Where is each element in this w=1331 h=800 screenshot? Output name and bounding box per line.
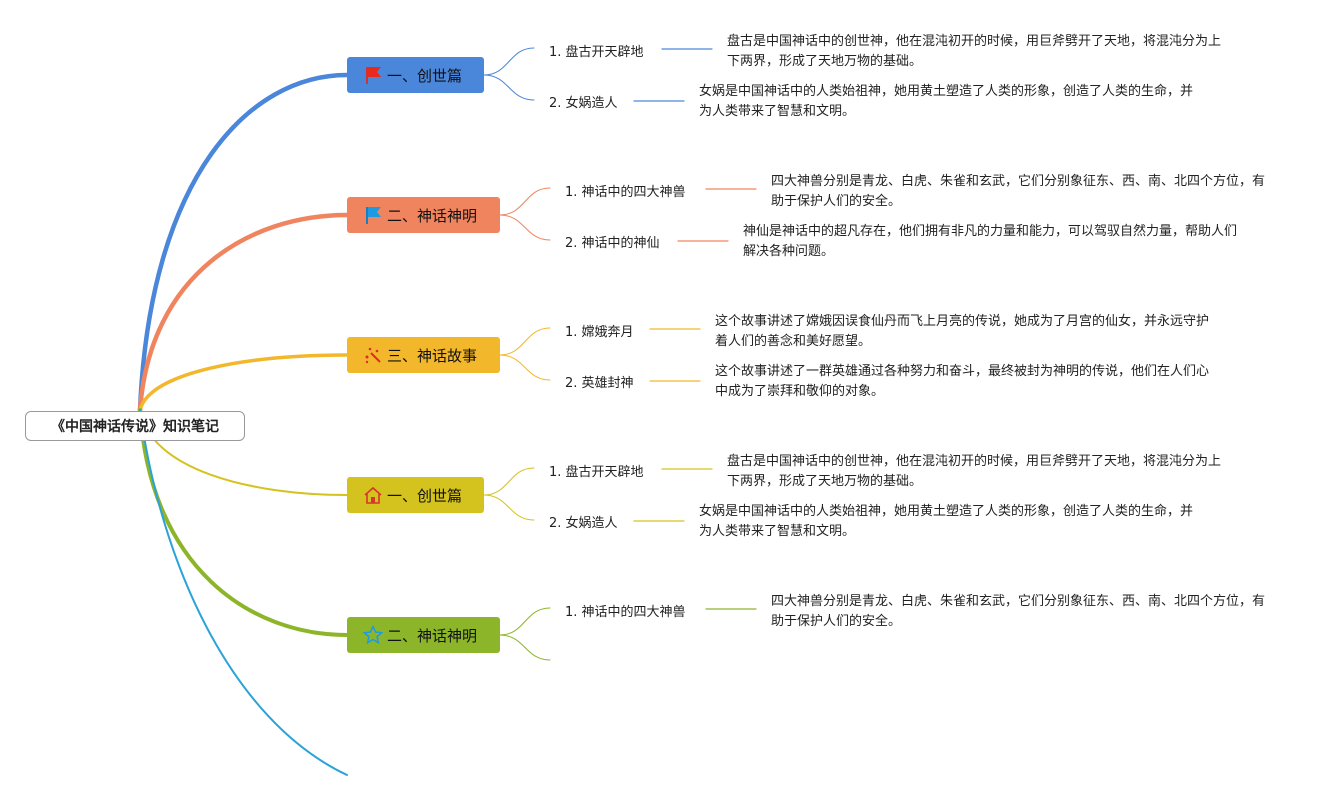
sub-branch-line (499, 187, 551, 216)
subtopic-description[interactable]: 四大神兽分别是青龙、白虎、朱雀和玄武，它们分别象征东、西、南、北四个方位，有助于… (771, 174, 1266, 209)
subtopic[interactable]: 1. 盘古开天辟地 (549, 465, 644, 480)
sub-branch-line (483, 494, 535, 521)
subtopic-description[interactable]: 女娲是中国神话中的人类始祖神，她用黄土塑造了人类的形象，创造了人类的生命，并为人… (699, 84, 1194, 119)
root-topic[interactable]: 《中国神话传说》知识笔记 (25, 411, 245, 441)
subtopic-description[interactable]: 神仙是神话中的超凡存在，他们拥有非凡的力量和能力，可以驾驭自然力量，帮助人们解决… (743, 224, 1238, 259)
sub-branch-line (499, 214, 551, 241)
subtopic-description[interactable]: 这个故事讲述了一群英雄通过各种努力和奋斗，最终被封为神明的传说，他们在人们心中成… (715, 364, 1210, 399)
topic-label: 二、神话神明 (387, 626, 478, 645)
subtopic-description[interactable]: 四大神兽分别是青龙、白虎、朱雀和玄武，它们分别象征东、西、南、北四个方位，有助于… (771, 594, 1266, 629)
magic-wand-icon (363, 345, 383, 365)
subtopic[interactable]: 2. 神话中的神仙 (565, 236, 660, 251)
topic-1[interactable]: 一、创世篇 (347, 57, 484, 93)
branch-line (137, 212, 350, 413)
sub-branch-line (499, 634, 551, 661)
topic-label: 三、神话故事 (387, 346, 478, 365)
branch-line (138, 353, 349, 412)
sub-branch-line (483, 47, 535, 76)
blue-flag-icon (363, 205, 383, 225)
subtopic[interactable]: 2. 女娲造人 (549, 96, 618, 111)
subtopic-description[interactable]: 女娲是中国神话中的人类始祖神，她用黄土塑造了人类的形象，创造了人类的生命，并为人… (699, 504, 1194, 539)
branch-line (139, 409, 348, 776)
subtopic-description[interactable]: 盘古是中国神话中的创世神，他在混沌初开的时候，用巨斧劈开了天地，将混沌分为上下两… (727, 454, 1222, 489)
subtopic-description[interactable]: 盘古是中国神话中的创世神，他在混沌初开的时候，用巨斧劈开了天地，将混沌分为上下两… (727, 34, 1222, 69)
topic-label: 一、创世篇 (387, 66, 463, 85)
subtopic[interactable]: 2. 英雄封神 (565, 376, 634, 391)
sub-branch-line (483, 467, 535, 496)
subtopic[interactable]: 1. 嫦娥奔月 (565, 325, 634, 340)
branch-line (137, 72, 350, 413)
topic-label: 二、神话神明 (387, 206, 478, 225)
topic-4[interactable]: 一、创世篇 (347, 477, 484, 513)
sub-branch-line (483, 74, 535, 101)
home-icon (363, 485, 383, 505)
topic-2[interactable]: 二、神话神明 (347, 197, 500, 233)
branch-line (138, 408, 349, 637)
red-flag-icon (363, 65, 383, 85)
sub-branch-line (499, 607, 551, 636)
sub-branch-line (499, 354, 551, 381)
subtopic-description[interactable]: 这个故事讲述了嫦娥因误食仙丹而飞上月亮的传说，她成为了月宫的仙女，并永远守护着人… (715, 314, 1210, 349)
topic-label: 一、创世篇 (387, 486, 463, 505)
topic-3[interactable]: 三、神话故事 (347, 337, 500, 373)
subtopic[interactable]: 1. 神话中的四大神兽 (565, 185, 686, 200)
topic-5[interactable]: 二、神话神明 (347, 617, 500, 653)
star-icon (362, 624, 384, 645)
sub-branch-line (499, 327, 551, 356)
subtopic[interactable]: 2. 女娲造人 (549, 516, 618, 531)
subtopic[interactable]: 1. 盘古开天辟地 (549, 45, 644, 60)
subtopic[interactable]: 1. 神话中的四大神兽 (565, 605, 686, 620)
